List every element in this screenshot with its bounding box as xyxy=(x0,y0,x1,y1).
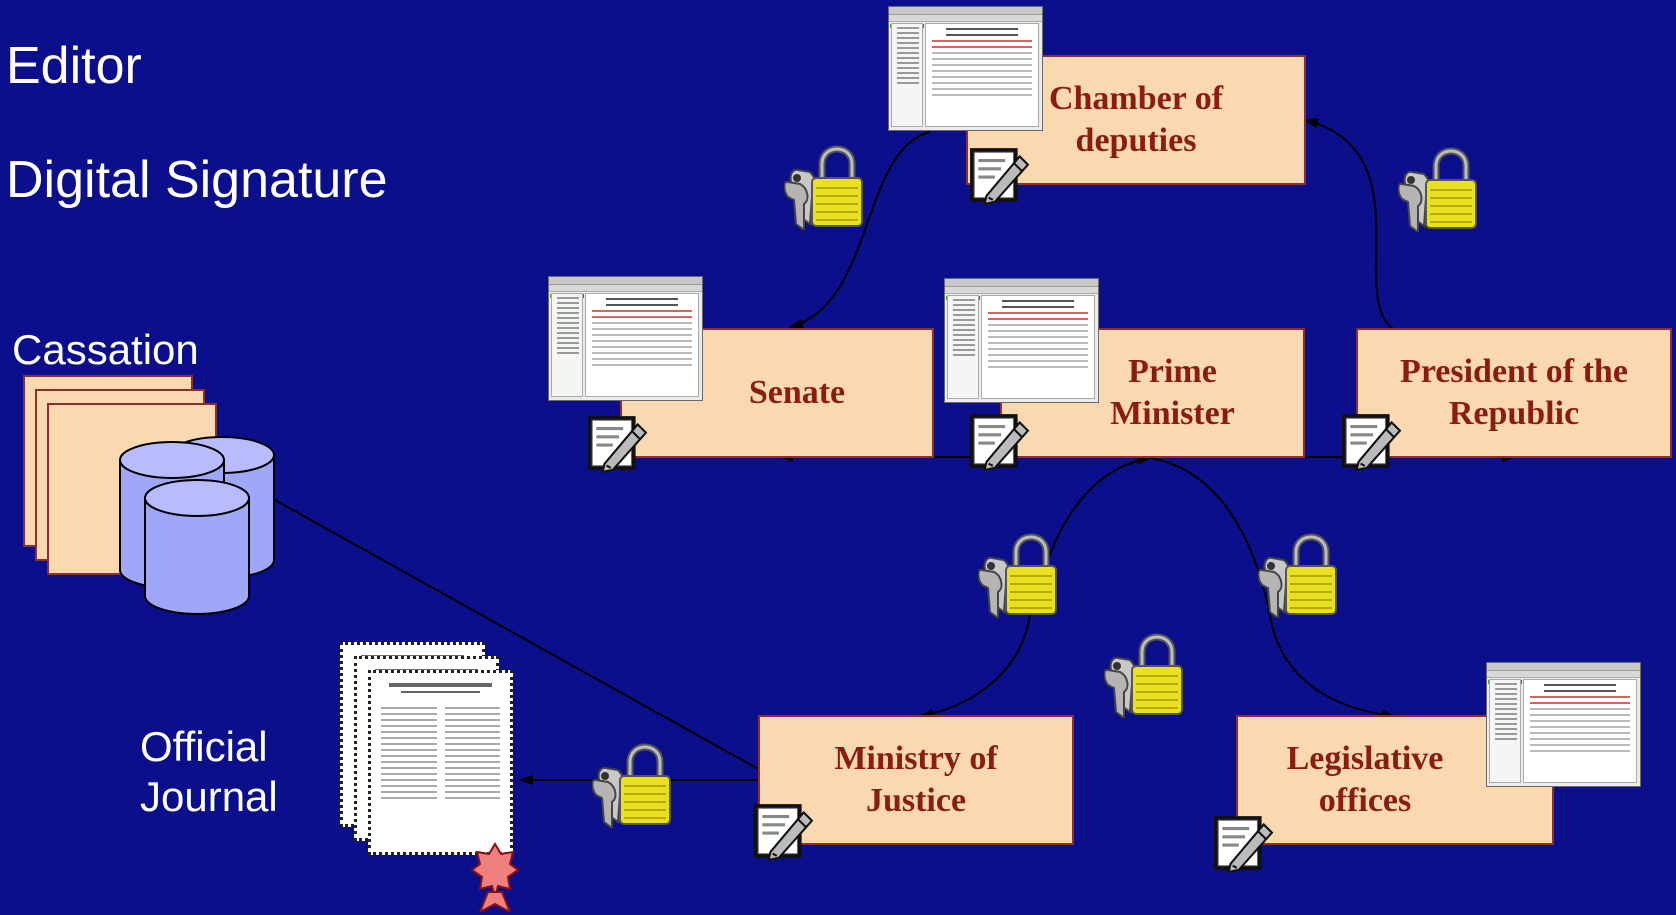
lock-keys-icon xyxy=(978,537,1056,618)
arrow-pm-to-legislative xyxy=(1149,457,1271,616)
pen-document-icon xyxy=(1212,812,1274,874)
editor-screenshot xyxy=(888,6,1043,131)
pen-document-icon xyxy=(968,410,1030,472)
node-label: Senate xyxy=(748,373,846,411)
arrow-president-to-chamber xyxy=(1304,118,1396,331)
arrow-justice-to-cassation xyxy=(247,484,761,771)
pen-document-icon xyxy=(752,800,814,862)
node-label: Chamber of deputies xyxy=(1048,79,1224,160)
node-label: Prime Minister xyxy=(1110,352,1235,433)
pen-document-icon xyxy=(1340,410,1402,472)
lock-keys-icon xyxy=(592,747,670,828)
node-president-of-the-republic: President of the Republic xyxy=(1356,328,1672,458)
lock-keys-icon xyxy=(1258,537,1336,618)
arrow-to-justice xyxy=(919,614,1031,720)
lock-keys-icon xyxy=(1398,151,1476,232)
digital-signature-label: Digital Signature xyxy=(6,151,388,209)
official-journal-label: Official Journal xyxy=(140,723,278,821)
node-label: Ministry of Justice xyxy=(834,739,998,820)
database-icon xyxy=(119,436,275,615)
pen-document-icon xyxy=(968,144,1030,206)
seal-icon xyxy=(470,842,520,912)
journal-page xyxy=(368,670,513,855)
lock-keys-icon xyxy=(1104,637,1182,718)
editor-label: Editor xyxy=(6,37,142,95)
editor-screenshot xyxy=(548,276,703,401)
node-label: Legislative offices xyxy=(1286,739,1444,820)
cassation-label: Cassation xyxy=(12,326,199,373)
node-label: President of the Republic xyxy=(1400,352,1628,433)
arrow-chamber-to-senate xyxy=(789,131,931,329)
pen-document-icon xyxy=(586,412,648,474)
editor-screenshot xyxy=(944,278,1099,403)
lock-keys-icon xyxy=(784,149,862,230)
editor-screenshot xyxy=(1486,662,1641,787)
arrow-to-legislative xyxy=(1269,614,1396,720)
